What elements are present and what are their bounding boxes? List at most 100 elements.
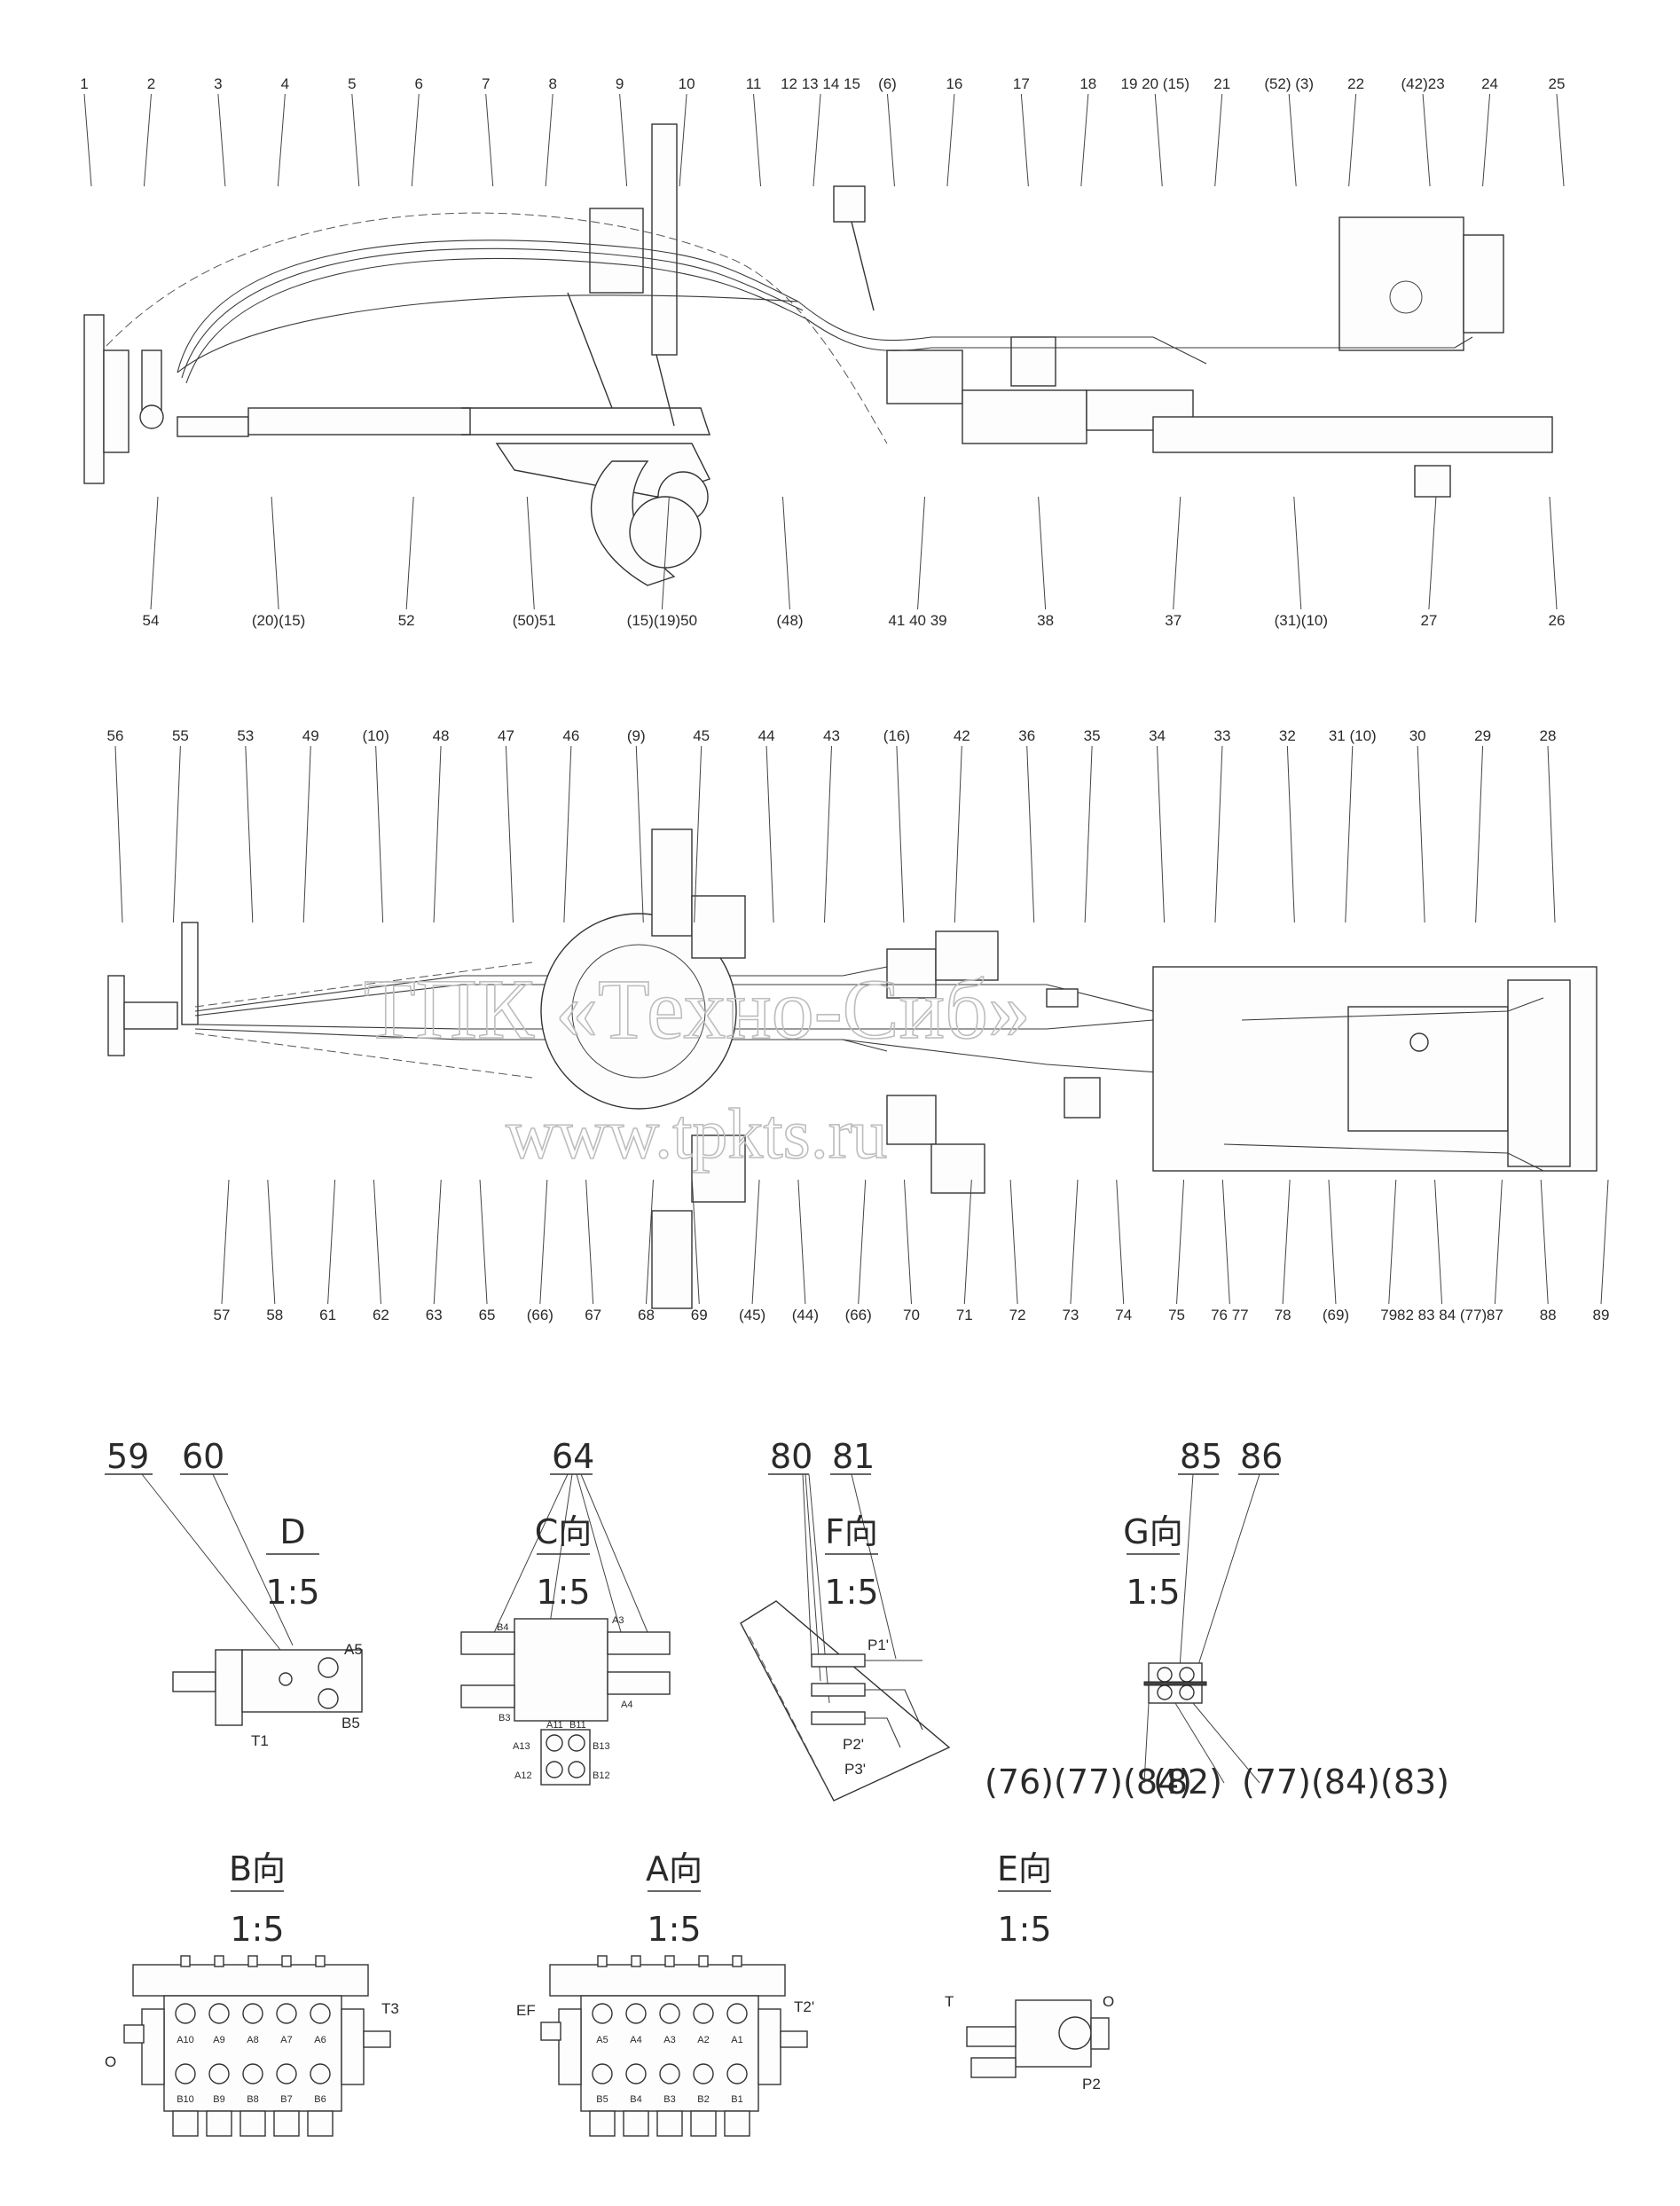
plan-callout-bottom-label: 62 — [373, 1307, 389, 1323]
side-callout-top-leader — [619, 93, 628, 187]
b-valve-lower-port-label: B9 — [213, 2094, 224, 2105]
hose-loop-4 — [177, 294, 799, 373]
front-bumper-block — [103, 349, 130, 453]
detail-e: E向 1:5 T O P2 — [945, 1849, 1114, 2092]
plan-callout-bottom-label: 75 — [1168, 1307, 1185, 1323]
c-port-a12 — [546, 1761, 563, 1778]
side-callout-top-label: 6 — [415, 75, 423, 92]
side-callout-bottom-leader — [917, 496, 926, 610]
plan-callout-bottom-leader — [1009, 1179, 1018, 1305]
plan-callout-top-leader — [1417, 745, 1425, 923]
e-fitting-right — [1090, 2017, 1110, 2050]
b-valve-upper-port — [310, 2003, 331, 2024]
leader-80-b — [805, 1473, 821, 1682]
leader-64-a — [491, 1473, 569, 1637]
multiway-valve-upper — [886, 948, 937, 999]
plan-callout-bottom-leader — [1540, 1179, 1549, 1305]
f-fitting-3 — [811, 1711, 866, 1725]
g-pipe-1 — [1157, 1667, 1173, 1683]
plan-callout-bottom-label: 73 — [1062, 1307, 1079, 1323]
side-callout-bottom-leader — [781, 496, 790, 610]
plan-callout-top-label: 42 — [954, 727, 970, 744]
plan-callout-top-label: 43 — [823, 727, 840, 744]
plan-callout-bottom-label: (69) — [1323, 1307, 1349, 1323]
cab-floor-plate-lower — [930, 1143, 985, 1194]
b-port-t3 — [363, 2030, 391, 2048]
a-valve-top-fitting — [631, 1955, 641, 1967]
b-valve-top-fitting — [247, 1955, 258, 1967]
tank-plan — [1347, 1006, 1509, 1132]
plan-callout-bottom-leader — [963, 1179, 972, 1305]
lift-block-lower — [691, 1134, 746, 1203]
detail-c: 64 C向 1:5 B4 B3 A3 A4 A11 B11 A13 B13 A1… — [460, 1437, 671, 1786]
callout-85: 85 — [1180, 1437, 1222, 1476]
a-valve-upper-port — [592, 2003, 613, 2024]
side-callout-top-leader — [886, 93, 895, 187]
a-valve-upper-port-label: A4 — [630, 2035, 641, 2045]
side-callout-bottom-label: 27 — [1420, 612, 1437, 629]
drawbar — [247, 407, 471, 436]
side-callout-top-leader — [1154, 93, 1163, 187]
plan-callout-top-label: 55 — [172, 727, 189, 744]
a-inlet-section — [558, 2008, 582, 2085]
plan-callout-top-leader — [172, 745, 181, 923]
plan-callout-bottom-leader — [479, 1179, 488, 1305]
d-label-b5: B5 — [341, 1715, 360, 1731]
a-valve-upper-port — [693, 2003, 714, 2024]
main-hose-run-2 — [806, 318, 1153, 351]
blade-end-lower — [651, 1210, 693, 1309]
side-callout-bottom-leader — [1428, 496, 1437, 610]
a-valve-spool-end — [623, 2110, 649, 2137]
side-callout-bottom-label: (48) — [776, 612, 803, 629]
plan-callout-bottom-leader — [1388, 1179, 1397, 1305]
side-callout-bottom-label: (50)51 — [513, 612, 556, 629]
a-valve-lower-port-label: B4 — [630, 2094, 641, 2105]
side-callout-top-label: 1 — [80, 75, 88, 92]
side-callout-top-label: 8 — [548, 75, 556, 92]
plan-callout-bottom-leader — [1282, 1179, 1291, 1305]
side-callout-bottom-label: (31)(10) — [1275, 612, 1328, 629]
plan-callout-top-label: 47 — [498, 727, 514, 744]
g-refs-right: (77)(84)(83) — [1242, 1762, 1449, 1802]
watermark-company: ТПК «Техно-Сиб» — [364, 962, 1031, 1056]
valve-lever — [851, 221, 875, 311]
side-callout-top-leader — [1482, 93, 1491, 187]
side-callout-top-label: 9 — [616, 75, 624, 92]
a-mounting-plate — [549, 1964, 786, 1997]
plan-callout-top-leader — [1157, 745, 1166, 923]
side-callout-top-leader — [485, 93, 494, 187]
detail-d: 59 60 D 1:5 A5 B5 T1 — [105, 1437, 363, 1749]
circle-turntable — [629, 496, 702, 569]
b-valve-lower-port-label: B6 — [314, 2094, 326, 2105]
plan-callout-bottom-label: 71 — [956, 1307, 973, 1323]
a-valve-upper-port-label: A2 — [697, 2035, 709, 2045]
b-valve-upper-port — [276, 2003, 297, 2024]
b-valve-top-fitting — [315, 1955, 326, 1967]
e-label-o: O — [1103, 1993, 1114, 2010]
front-push-frame — [123, 1001, 178, 1030]
side-callout-top-label: 3 — [214, 75, 222, 92]
b-valve-spool-end — [206, 2110, 232, 2137]
side-callout-top-label: 4 — [281, 75, 289, 92]
a-valve-lower-port — [592, 2063, 613, 2084]
e-fitting-lower — [970, 2057, 1017, 2078]
side-callout-top-leader — [83, 93, 92, 187]
drawbar-extension — [461, 407, 710, 436]
side-view — [83, 123, 1553, 586]
side-callout-bottom-leader — [1038, 496, 1047, 610]
plan-callout-top-leader — [563, 745, 572, 923]
lift-cylinder-left — [589, 208, 644, 294]
side-callout-top-leader — [813, 93, 821, 187]
a-valve-lower-port — [693, 2063, 714, 2084]
cab-outline-dashed — [106, 212, 888, 444]
leader-81 — [851, 1473, 897, 1660]
side-callout-top-label: 10 — [679, 75, 695, 92]
side-callout-top-leader — [1348, 93, 1357, 187]
side-callout-bottom-label: (20)(15) — [252, 612, 305, 629]
plan-callout-top-leader — [824, 745, 832, 923]
f-floor-plate — [740, 1600, 951, 1802]
a-valve-lower-port — [659, 2063, 680, 2084]
a-valve-top-fitting — [698, 1955, 709, 1967]
